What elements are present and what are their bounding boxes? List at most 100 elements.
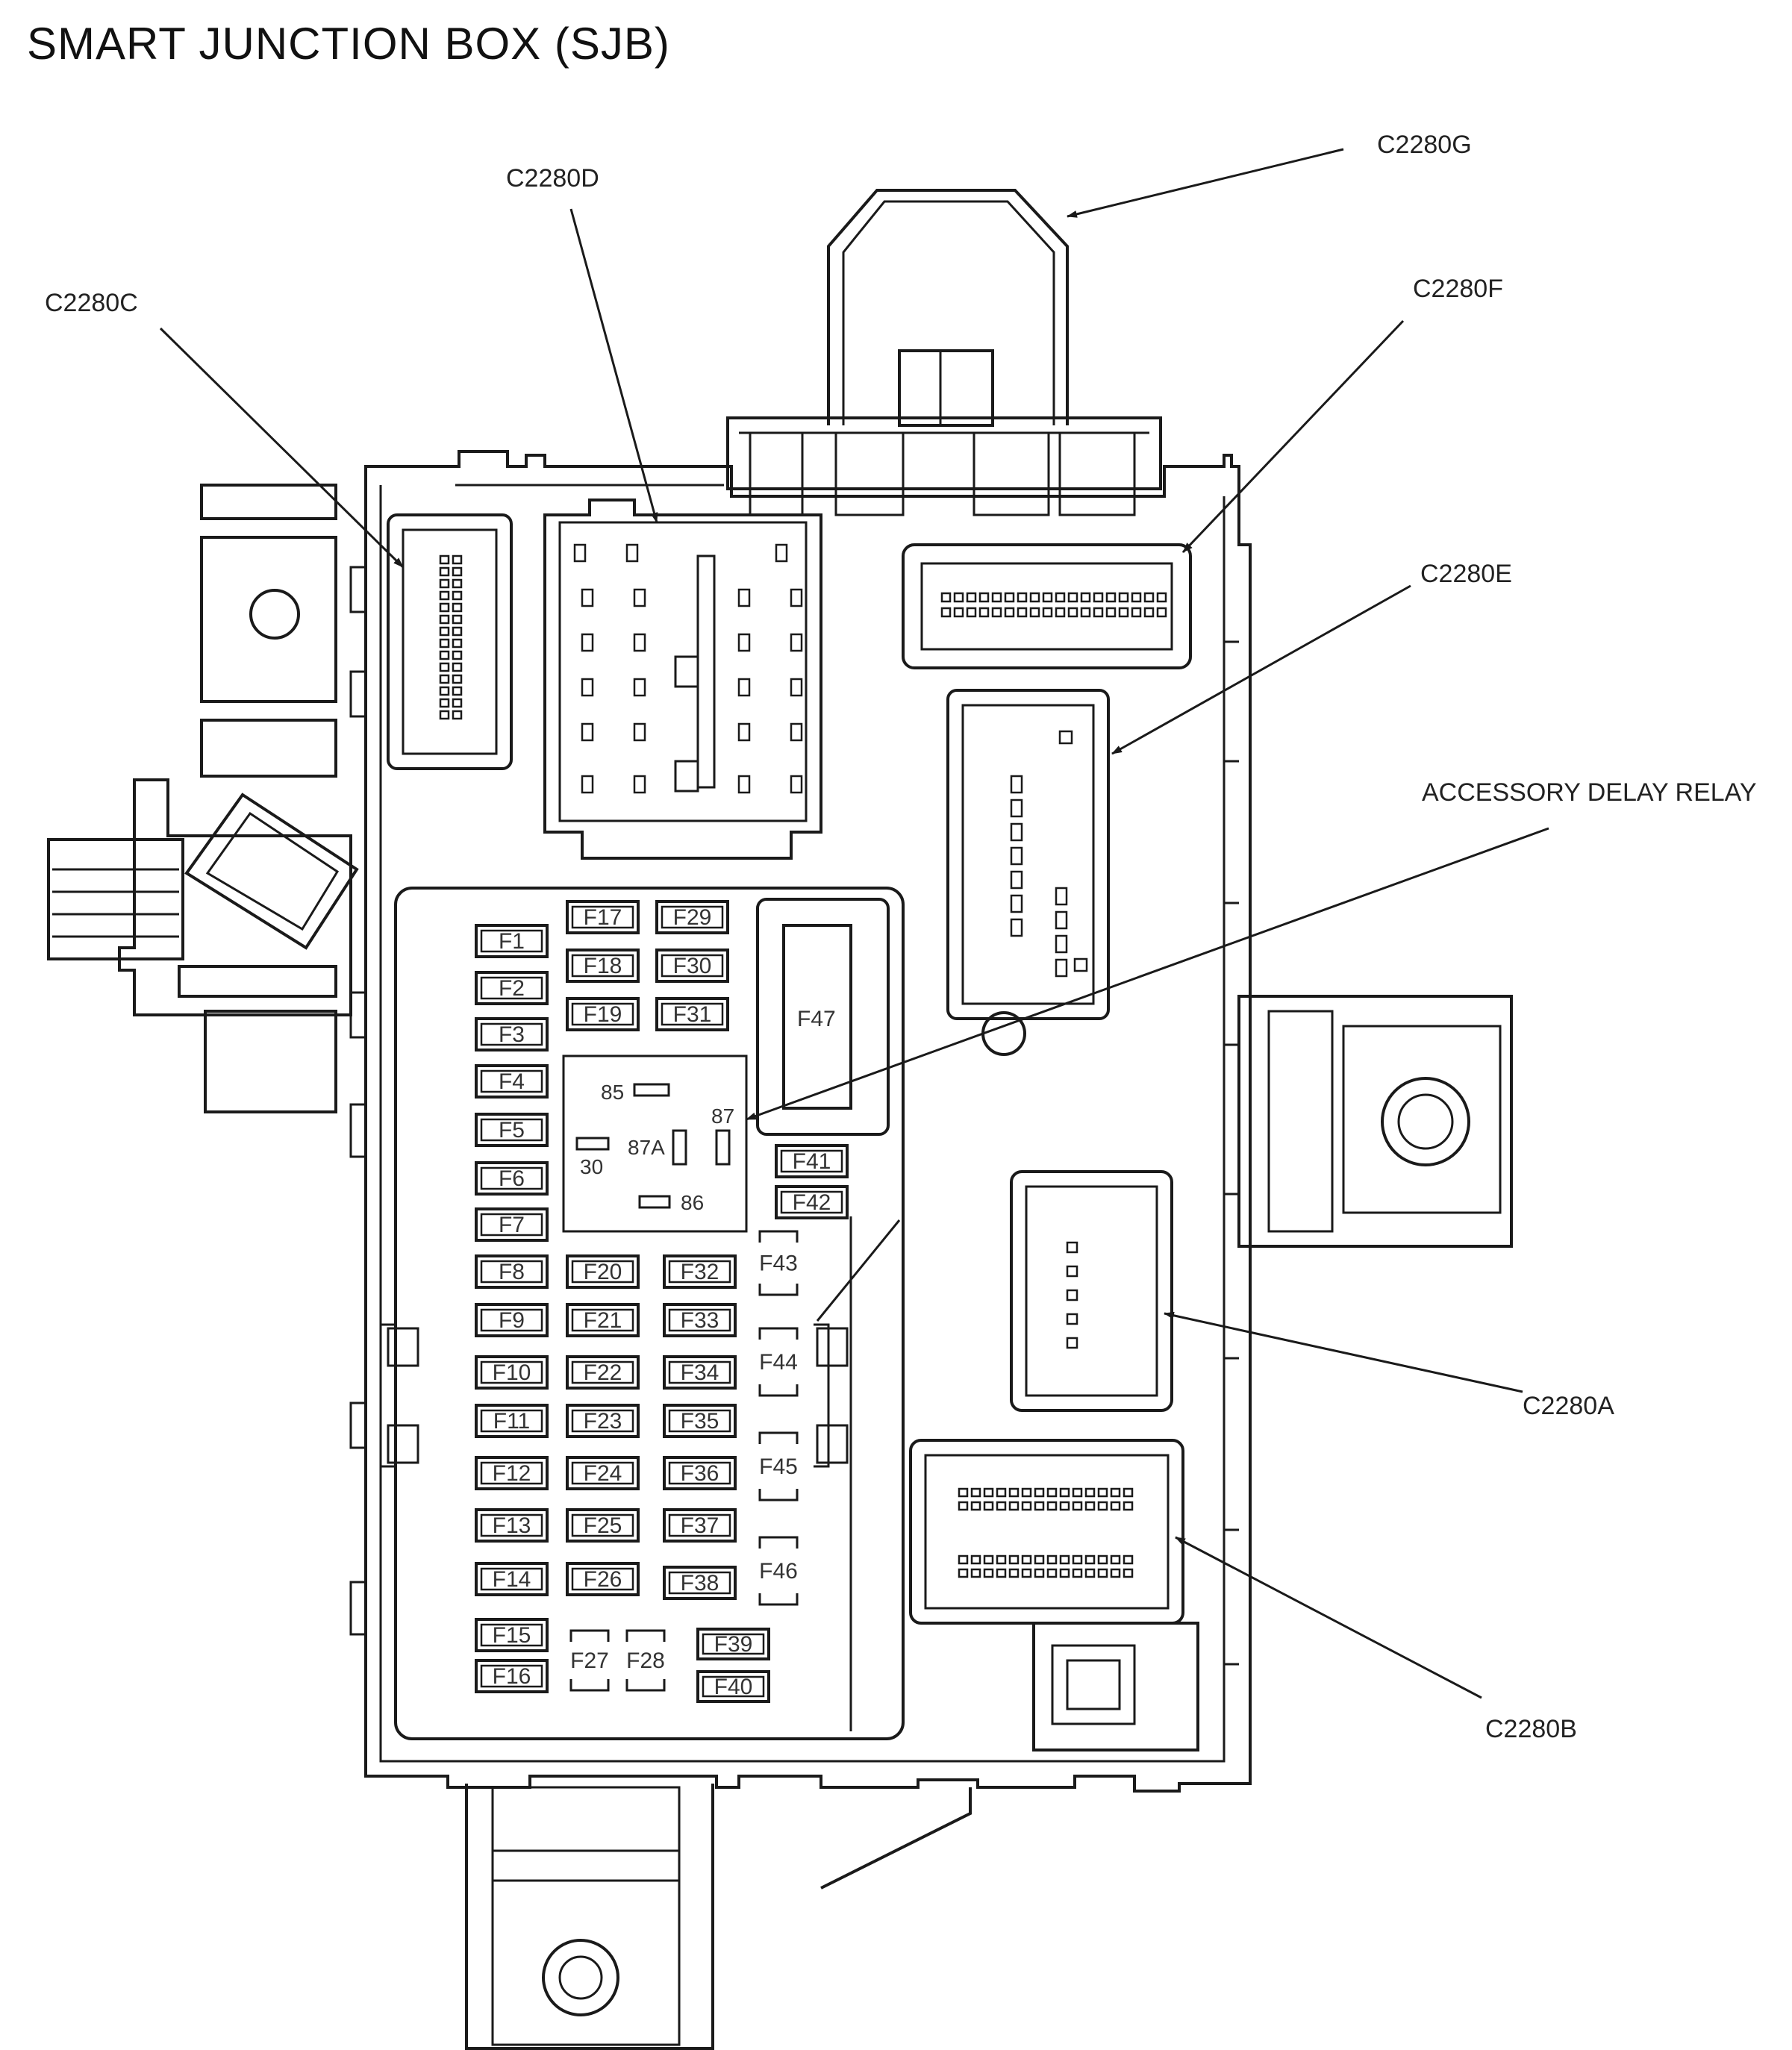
fuse-f34: F34	[663, 1355, 737, 1390]
c2280f-pin	[1118, 607, 1129, 618]
c2280c-pin	[439, 698, 450, 708]
fuse-f15: F15	[475, 1618, 549, 1652]
c2280e-pin	[1055, 958, 1068, 978]
c2280b-pin	[1046, 1487, 1058, 1498]
fuse-f44: F44	[758, 1327, 799, 1397]
c2280d-pin	[737, 678, 751, 697]
c2280b-pin	[1059, 1487, 1070, 1498]
c2280f-pin	[1055, 607, 1066, 618]
connector-c2280a	[1010, 1170, 1173, 1412]
fuse-f6: F6	[475, 1161, 549, 1196]
fuse-f39-label: F39	[714, 1632, 753, 1657]
leader-c2280g	[1067, 148, 1344, 218]
leader-c2280d	[569, 208, 658, 523]
fuse-f30: F30	[655, 949, 729, 983]
c2280c-pin	[439, 686, 450, 696]
fuse-blocks: F1F2F3F4F5F6F7F8F9F10F11F12F13F14F15F16F…	[475, 900, 849, 1703]
c2280f-pin	[1131, 592, 1142, 603]
c2280f-pin	[940, 607, 952, 618]
fuse-f27-label: F27	[570, 1649, 609, 1673]
fuse-f45-label: F45	[759, 1454, 798, 1479]
fuse-f18-label: F18	[584, 954, 622, 978]
right-mount-bracket	[1237, 995, 1513, 1248]
bottom-mount-bracket	[465, 1784, 972, 2050]
fuse-f44-label: F44	[759, 1350, 798, 1375]
c2280f-pin	[1004, 592, 1015, 603]
fuse-f26: F26	[566, 1562, 640, 1596]
c2280d-pin	[790, 722, 803, 742]
fuse-f39: F39	[696, 1628, 770, 1660]
c2280f-pin	[1080, 607, 1091, 618]
fuse-f23-label: F23	[584, 1409, 622, 1434]
c2280d-pin	[737, 633, 751, 652]
fuse-f22: F22	[566, 1355, 640, 1390]
fuse-f12: F12	[475, 1456, 549, 1490]
fuse-f46-label: F46	[759, 1559, 798, 1584]
c2280b-pin	[983, 1554, 994, 1565]
c2280b-pin	[1097, 1554, 1108, 1565]
c2280b-pin	[970, 1487, 981, 1498]
c2280f-pin	[1004, 607, 1015, 618]
connector-c2280d	[543, 499, 822, 860]
fuse-f17: F17	[566, 900, 640, 934]
fuse-f11: F11	[475, 1404, 549, 1438]
c2280f-pin	[1093, 607, 1104, 618]
relay-pin-85: 85	[601, 1081, 624, 1104]
c2280e-pin	[1010, 846, 1023, 866]
c2280f-pin	[940, 592, 952, 603]
callout-c2280d: C2280D	[506, 164, 599, 193]
c2280b-pin	[1123, 1554, 1134, 1565]
c2280b-pin	[983, 1501, 994, 1511]
c2280f-pin	[1105, 607, 1117, 618]
relay-pin-87a: 87A	[628, 1136, 665, 1159]
c2280d-pin	[790, 633, 803, 652]
c2280b-pin	[1034, 1487, 1045, 1498]
fuse-f36-label: F36	[681, 1461, 719, 1486]
c2280b-pin	[983, 1568, 994, 1578]
c2280c-pin	[452, 662, 463, 672]
leader-c2280c	[159, 327, 405, 569]
fuse-f47-label: F47	[797, 1007, 836, 1031]
fuse-f35-label: F35	[681, 1409, 719, 1434]
c2280e-pin	[1010, 775, 1023, 794]
fuse-f16-label: F16	[493, 1664, 531, 1689]
fuse-f42-label: F42	[793, 1190, 831, 1215]
c2280d-pin	[790, 588, 803, 607]
c2280f-pin	[1156, 607, 1167, 618]
c2280b-pin	[970, 1568, 981, 1578]
c2280b-pin	[1008, 1568, 1020, 1578]
fuse-f10-label: F10	[493, 1360, 531, 1385]
c2280c-pin	[452, 614, 463, 625]
relay-pin-86: 86	[681, 1191, 704, 1214]
c2280b-pin	[1072, 1568, 1083, 1578]
c2280f-pin	[1143, 592, 1155, 603]
fuse-f10: F10	[475, 1355, 549, 1390]
c2280b-pin	[1008, 1501, 1020, 1511]
fuse-f42: F42	[775, 1185, 849, 1219]
fuse-f38-label: F38	[681, 1571, 719, 1596]
fuse-f1: F1	[475, 924, 549, 958]
fuse-f5-label: F5	[499, 1118, 525, 1143]
c2280a-pin	[1066, 1337, 1078, 1349]
c2280b-pin	[1110, 1501, 1121, 1511]
fuse-f7: F7	[475, 1207, 549, 1242]
c2280f-pin	[1105, 592, 1117, 603]
fuse-f29-label: F29	[673, 905, 712, 930]
fuse-f8: F8	[475, 1254, 549, 1289]
c2280f-pin	[953, 592, 964, 603]
c2280b-pin	[1123, 1487, 1134, 1498]
c2280b-pin	[1084, 1568, 1096, 1578]
connector-c2280f	[902, 543, 1192, 669]
c2280f-pin	[1055, 592, 1066, 603]
c2280f-pin	[953, 607, 964, 618]
fuse-f19-label: F19	[584, 1002, 622, 1027]
c2280b-pin	[958, 1554, 969, 1565]
left-mount-bracket	[47, 484, 359, 1113]
c2280f-pin	[1156, 592, 1167, 603]
relay-pin-87: 87	[711, 1104, 734, 1128]
c2280b-pin	[1034, 1554, 1045, 1565]
fuse-f24: F24	[566, 1456, 640, 1490]
callout-c2280g: C2280G	[1377, 131, 1472, 159]
c2280b-pin	[983, 1487, 994, 1498]
c2280d-pin	[581, 722, 594, 742]
